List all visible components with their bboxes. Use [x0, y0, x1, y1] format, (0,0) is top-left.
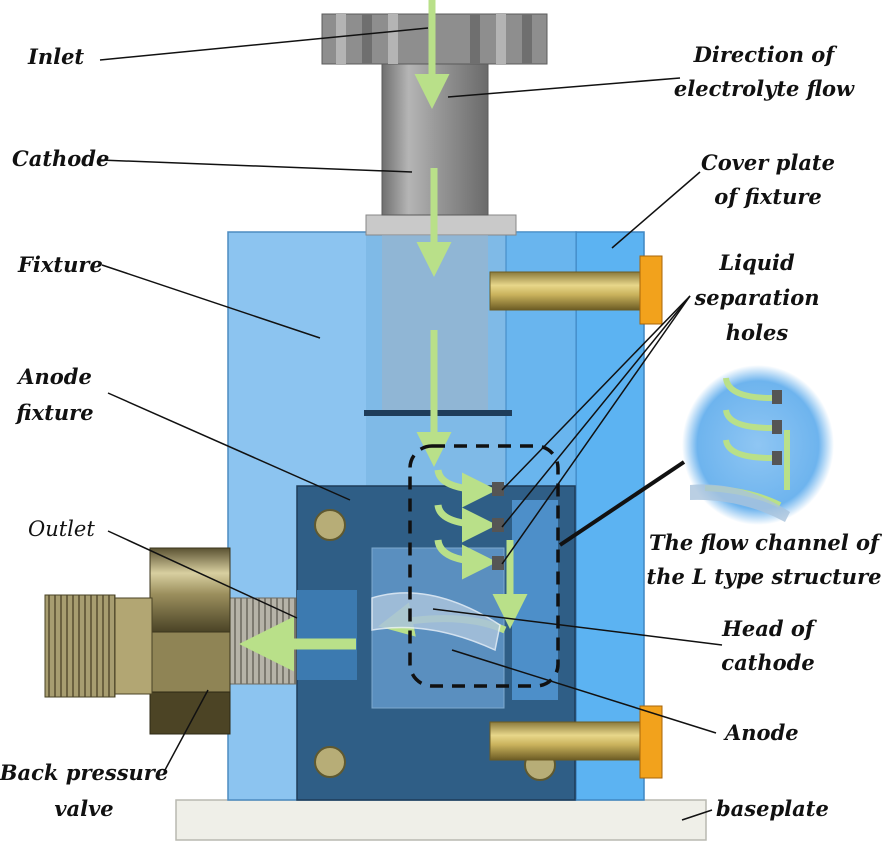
label-direction-line1: Direction of — [693, 42, 835, 67]
bolt-upper — [489, 255, 663, 325]
label-direction-line2: electrolyte flow — [673, 76, 855, 101]
label-fixture: Fixture — [18, 252, 103, 277]
label-liquid-line1: Liquid — [719, 250, 795, 275]
label-cover-plate-line2: of fixture — [714, 184, 822, 209]
cathode-head — [371, 592, 501, 652]
label-head-of-cathode-line1: Head of — [722, 616, 814, 641]
label-liquid-line3: holes — [725, 320, 789, 345]
label-anode: Anode — [725, 720, 799, 745]
separation-hole — [492, 556, 504, 570]
label-inlet: Inlet — [28, 44, 85, 69]
label-liquid-line2: separation — [694, 285, 820, 310]
label-baseplate: baseplate — [716, 796, 829, 821]
l-channel-highlight — [408, 444, 560, 688]
leader-lines — [99, 27, 723, 821]
label-back-pressure-line2: valve — [54, 796, 114, 821]
separation-hole — [492, 518, 504, 532]
label-head-of-cathode-line2: cathode — [721, 650, 815, 675]
inset-connector — [558, 460, 686, 547]
label-anode-fixture-line2: fixture — [16, 400, 94, 425]
cover-plate — [575, 231, 645, 801]
zoom-inset — [682, 365, 834, 525]
label-flow-channel-line2: the L type structure — [646, 564, 882, 589]
back-pressure-valve — [44, 547, 297, 735]
right-channel — [512, 500, 558, 700]
label-outlet: Outlet — [28, 517, 95, 541]
cathode-ring — [364, 410, 512, 416]
outlet-channel — [297, 590, 357, 680]
cathode-collar — [365, 214, 517, 236]
screw-icon — [314, 509, 346, 541]
label-back-pressure-line1: Back pressure — [0, 760, 169, 785]
separation-hole — [492, 482, 504, 496]
label-cover-plate-line1: Cover plate — [701, 150, 835, 175]
label-cathode: Cathode — [12, 146, 110, 171]
screw-icon — [314, 746, 346, 778]
label-anode-fixture-line1: Anode — [18, 364, 92, 389]
bolt-lower — [489, 705, 663, 779]
label-flow-channel-line1: The flow channel of — [648, 530, 880, 555]
baseplate-block — [175, 799, 707, 841]
